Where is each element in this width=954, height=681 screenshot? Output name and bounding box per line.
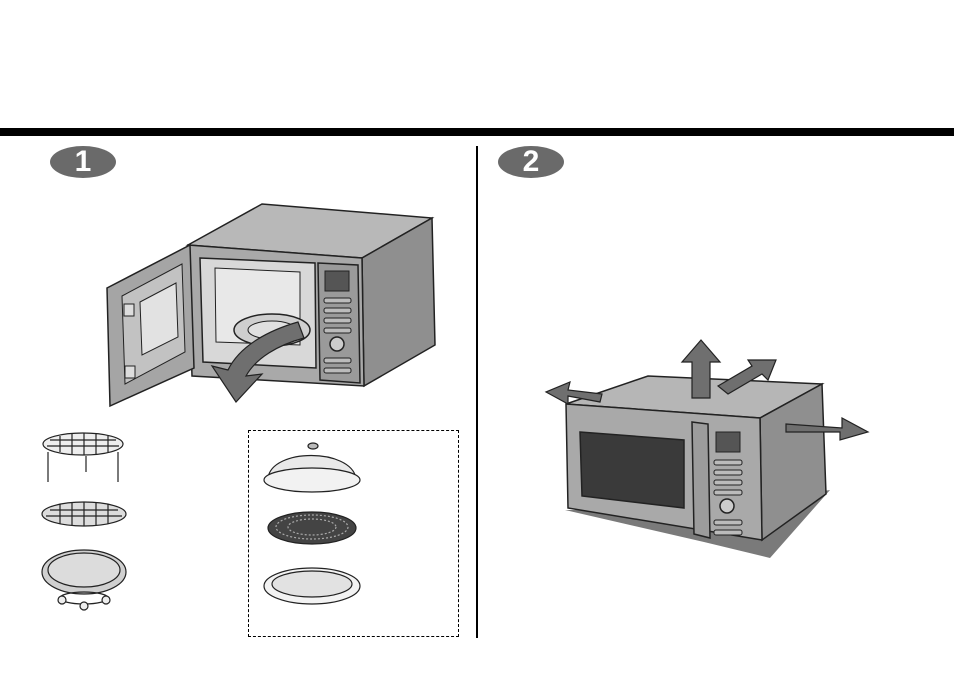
dome-lid-icon — [264, 443, 360, 492]
high-rack-icon — [43, 433, 123, 482]
open-microwave-illustration — [107, 204, 435, 406]
low-rack-icon — [42, 502, 126, 526]
closed-microwave-illustration — [565, 376, 830, 558]
turntable-on-roller-icon — [42, 550, 126, 610]
shallow-tray-icon — [264, 568, 360, 604]
crisp-plate-icon — [268, 512, 356, 544]
